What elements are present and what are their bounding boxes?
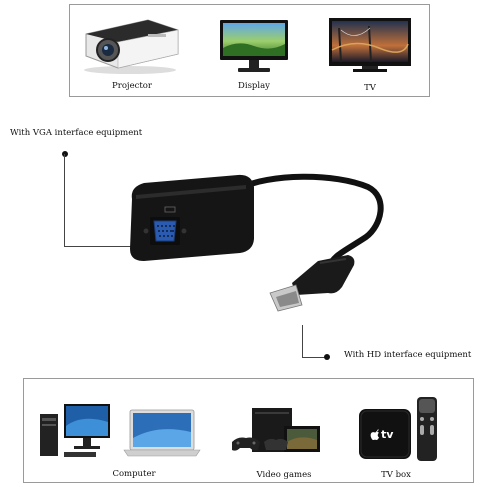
computer-icon [40,404,201,457]
vga-hdmi-adapter [130,173,384,312]
tv-icon [329,18,411,72]
tv-box-label: TV box [381,470,411,480]
tv-box-logo-text: tv [381,428,394,441]
vga-callout-line-vertical [64,154,65,247]
computer-label: Computer [112,469,156,479]
tv-label: TV [364,83,376,93]
hd-callout-line-horizontal [302,357,326,358]
vga-callout-text: With VGA interface equipment [10,128,143,138]
hd-callout-line-vertical [302,325,303,357]
game-console-icon [232,408,320,452]
monitor-icon [220,20,288,72]
projector-label: Projector [112,81,152,91]
display-label: Display [238,81,270,91]
projector-icon [84,19,179,74]
vga-callout-line-horizontal [64,246,148,247]
video-games-label: Video games [256,470,312,480]
tv-box-icon [359,397,437,461]
apple-logo-icon [370,429,379,440]
hd-callout-dot [324,354,330,360]
vga-callout-dot [62,151,68,157]
hd-callout-text: With HD interface equipment [344,350,472,360]
